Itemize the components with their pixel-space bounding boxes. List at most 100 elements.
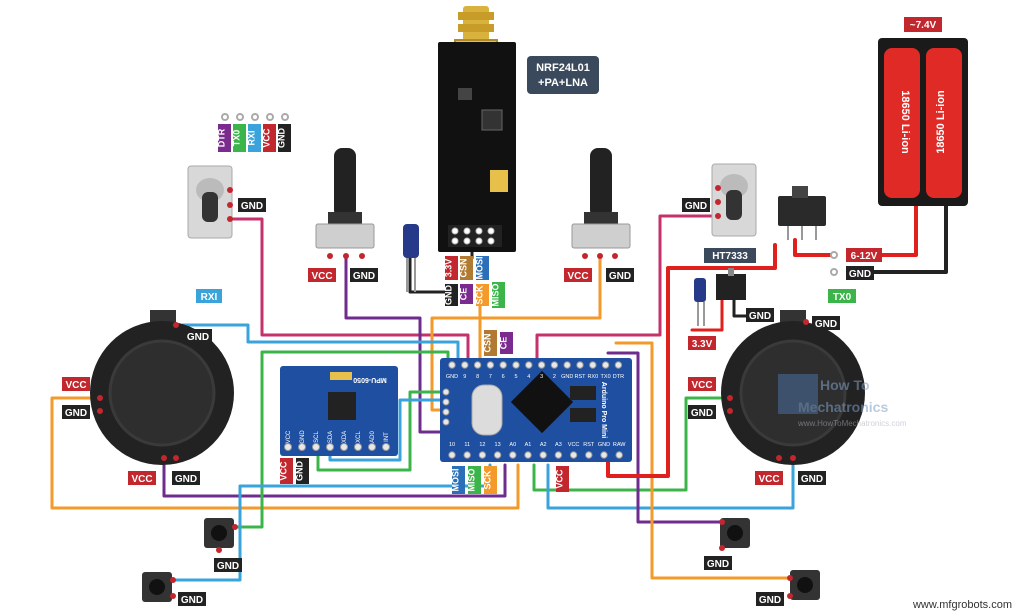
- battery-pack: ~7.4V 18650 Li-ion 18650 Li-ion: [878, 17, 968, 206]
- mpu-pin-label: VCC: [286, 430, 292, 443]
- arduino-pin-label: A2: [540, 442, 547, 448]
- vcc-label: VCC: [65, 380, 86, 391]
- arduino-pin-side: [442, 398, 450, 406]
- vcc-label: VCC: [555, 469, 565, 489]
- mpu-pin: [284, 443, 292, 451]
- arduino-pin-top: [601, 361, 610, 369]
- arduino-pin-top: [486, 361, 495, 369]
- arduino-pin-bottom: [539, 451, 547, 459]
- gnd-tag-mpu: GND: [295, 458, 309, 484]
- site-watermark: www.mfgrobots.com: [912, 599, 1012, 611]
- nrf-label: NRF24L01 +PA+LNA: [527, 56, 599, 94]
- capacitor-nrf: [403, 224, 419, 292]
- gnd-label: GND: [815, 319, 837, 330]
- arduino-pin-bottom: [509, 451, 517, 459]
- arduino-pin-label: 12: [479, 442, 485, 448]
- gnd-label: GND: [217, 561, 239, 572]
- mpu-pin: [312, 443, 320, 451]
- wire-joy-left-x: [181, 323, 460, 362]
- wire-mpu-scl: [316, 390, 442, 472]
- arduino-pin-top: [525, 361, 533, 369]
- nrf24l01-module: [438, 6, 516, 252]
- arduino-pin-side: [442, 418, 450, 426]
- arduino-pin-label: A1: [525, 442, 532, 448]
- arduino-pin-label: GND: [598, 442, 610, 448]
- mpu-pin: [326, 443, 334, 451]
- arduino-pin-label: 7: [489, 374, 492, 380]
- arduino-pin-label: GND: [561, 374, 573, 380]
- nrf-pin-ce: CE: [459, 284, 473, 304]
- arduino-pin-label: A0: [509, 442, 516, 448]
- toggle-switch-left: [187, 165, 233, 239]
- gnd-tag-btn-rb: GND: [756, 592, 784, 606]
- arduino-pin-label: TX0: [601, 374, 611, 380]
- wire-joy-left-vcc: [50, 396, 520, 510]
- push-button-right-bottom: [787, 570, 820, 600]
- nrf-pin-label-sck: SCK: [475, 285, 485, 305]
- gnd-tag-toggle-right: GND: [682, 198, 710, 212]
- arduino-pin-label: 2: [553, 374, 556, 380]
- vcc-tag-joyR-bottom: VCC: [755, 471, 783, 485]
- nrf-pin-label-3v3: 3.3V: [444, 259, 454, 278]
- vcc-label: VCC: [758, 474, 779, 485]
- arduino-pin-label: 9: [463, 374, 466, 380]
- mpu-pin-label: XCL: [356, 431, 362, 443]
- vcc-tag-mpu: VCC: [279, 458, 293, 484]
- arduino-pin-bottom: [524, 451, 532, 459]
- wire-joy-left-y: [162, 456, 507, 498]
- arduino-pin-top: [576, 361, 584, 369]
- vcc-label: VCC: [567, 271, 588, 282]
- wire-btn-left1: [233, 350, 450, 529]
- battery-cell-label-1: 18650 Li-ion: [899, 90, 911, 154]
- miso-label: MISO: [467, 468, 477, 491]
- csn-ce-tags: CSN CE: [483, 330, 513, 356]
- input-voltage-tag: 6-12V: [846, 248, 882, 262]
- wire-pot-right: [430, 254, 602, 412]
- input-voltage-label: 6-12V: [851, 251, 878, 262]
- wire-nrf-cap: [408, 256, 447, 294]
- gnd-tag-joyR-left: GND: [688, 405, 716, 419]
- arduino-pin-bottom: [615, 451, 623, 459]
- gnd-tag-regulator: GND: [746, 308, 774, 322]
- rxi-tag: RXI: [196, 289, 222, 303]
- arduino-pin-label: 13: [495, 442, 501, 448]
- potentiometer-right: [571, 148, 631, 259]
- arduino-pin-label: GND: [446, 374, 458, 380]
- capacitor-regulator: [694, 278, 706, 326]
- mpu-pin: [368, 443, 376, 451]
- mpu-pin-label: SCL: [314, 431, 320, 443]
- gnd-label: GND: [295, 461, 305, 482]
- wire-batt-pos: [850, 203, 918, 257]
- wire-joy-right-x: [532, 396, 722, 492]
- mpu-pin-label: GND: [300, 430, 306, 444]
- gnd-label: GND: [353, 271, 375, 282]
- arduino-pin-top: [589, 361, 597, 369]
- gnd-tag-pot-right: GND: [606, 268, 634, 282]
- regulator-label: HT7333: [712, 251, 748, 262]
- spi-tags: MOSI MISO SCK VCC: [451, 466, 569, 494]
- serial-txo-label: TX0: [232, 130, 242, 147]
- ce-label: CE: [499, 337, 509, 350]
- joystick-left: [90, 310, 234, 465]
- arduino-pin-label: 11: [464, 442, 470, 448]
- vcc-label: VCC: [691, 380, 712, 391]
- v33-tag-regulator: 3.3V: [688, 336, 716, 350]
- rxi-label: RXI: [201, 292, 218, 303]
- arduino-pin-bottom: [463, 451, 471, 459]
- arduino-pin-top: [512, 361, 520, 369]
- wire-reg-gnd: [732, 298, 752, 318]
- arduino-pin-side: [442, 408, 450, 416]
- vcc-tag-joyL: VCC: [62, 377, 90, 391]
- v33-label: 3.3V: [692, 339, 713, 350]
- serial-gnd-label: GND: [277, 128, 287, 149]
- battery-voltage-label: ~7.4V: [910, 20, 937, 31]
- gnd-label: GND: [749, 311, 771, 322]
- howtomechatronics-watermark: How To Mechatronics www.HowToMechatronic…: [778, 374, 907, 428]
- vcc-tag-pot-right: VCC: [564, 268, 592, 282]
- vcc-tag-pot-left: VCC: [308, 268, 336, 282]
- mpu-pin-label: AD0: [370, 431, 376, 443]
- mpu-label: MPU-6050: [353, 376, 387, 383]
- mpu-pin-label: XDA: [342, 431, 348, 443]
